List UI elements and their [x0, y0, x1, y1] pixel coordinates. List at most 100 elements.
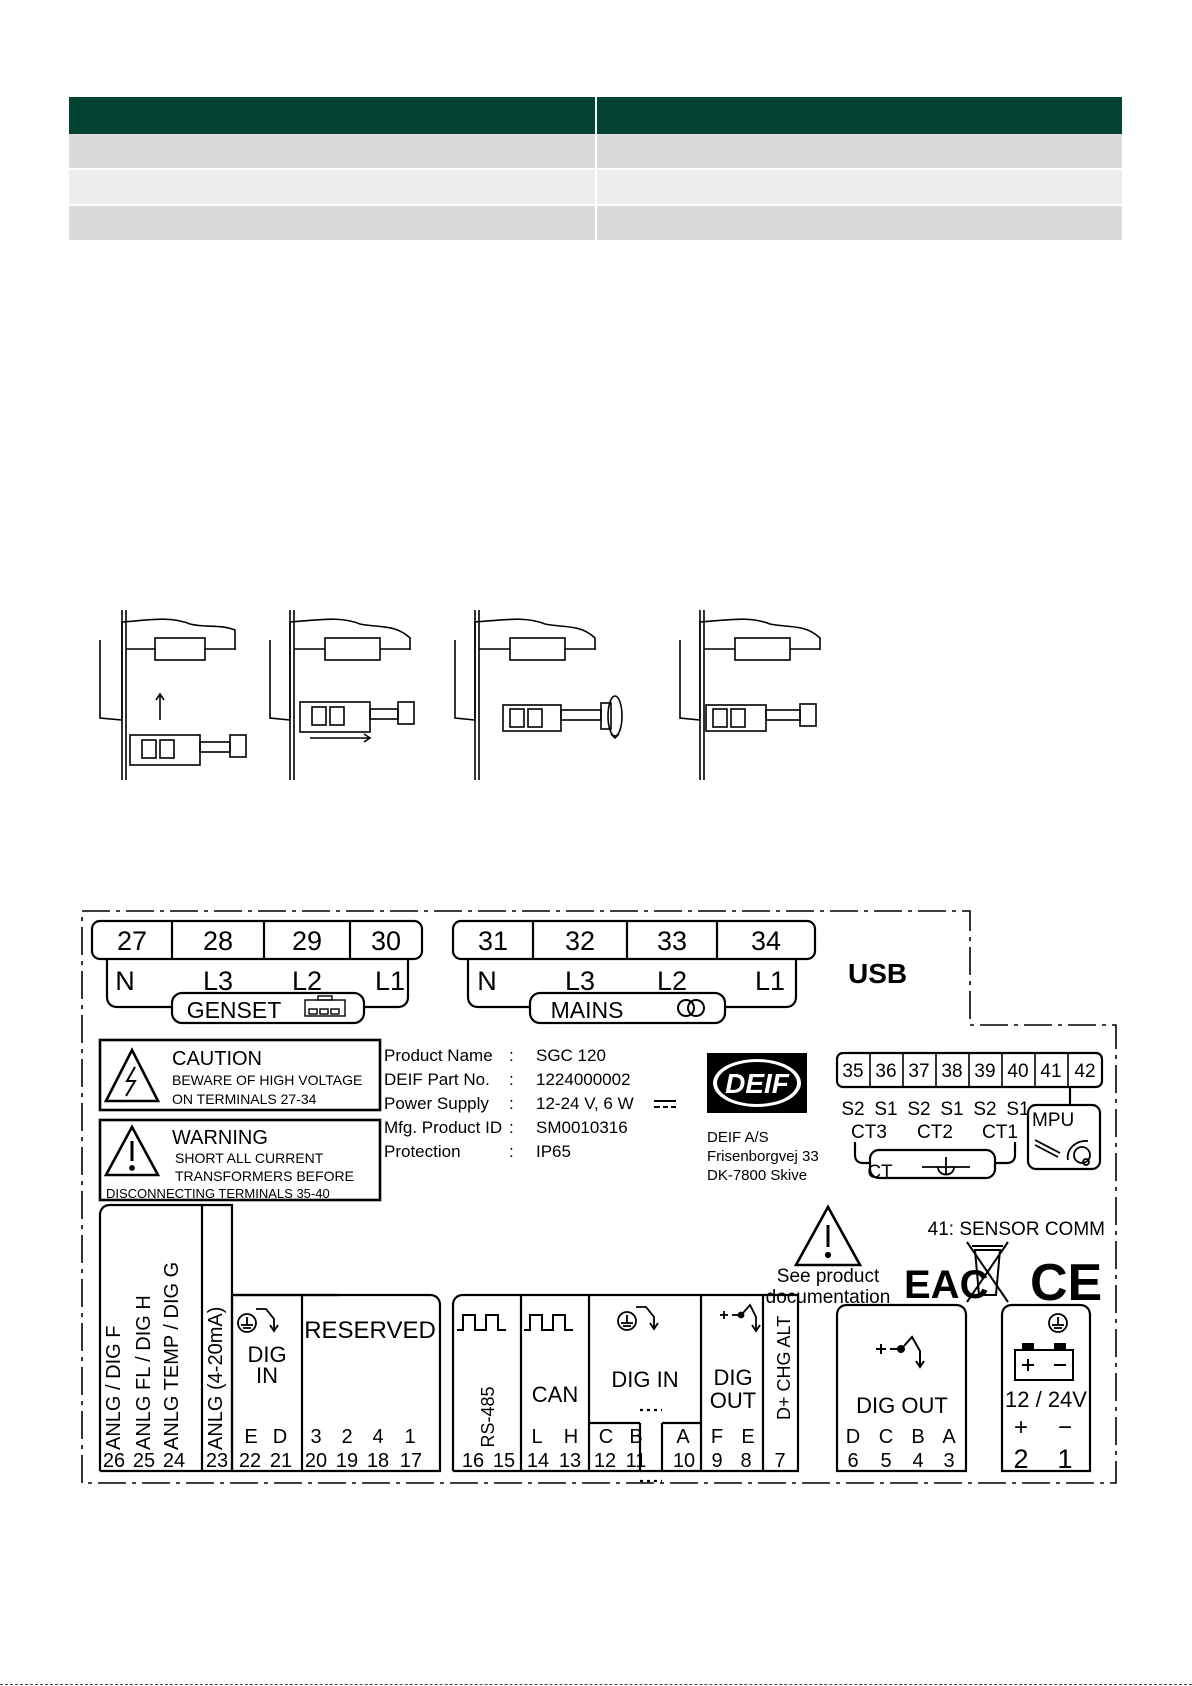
info-value: 12-24 V, 6 W — [536, 1094, 634, 1113]
rs485-waveform-icon — [457, 1314, 506, 1331]
genset-terminal-sig: N — [115, 966, 135, 996]
high-voltage-warning-icon — [103, 1047, 161, 1103]
ct-terminal-num: 37 — [908, 1061, 929, 1082]
dig-in-mid-title: DIG IN — [611, 1367, 678, 1392]
terminal-letter: 3 — [310, 1426, 321, 1448]
middle-terminal-block: RS-485 CAN DIG IN DIG OUT D+ CHG ALT L H… — [451, 1293, 800, 1483]
mains-terminal-num: 34 — [751, 926, 781, 956]
mounting-step-4 — [679, 610, 821, 780]
mains-terminal-num: 32 — [565, 926, 595, 956]
terminal-letter: H — [564, 1426, 578, 1448]
terminal-letter: E — [741, 1426, 754, 1448]
terminal-num: 24 — [163, 1450, 185, 1472]
info-key: DEIF Part No. — [384, 1070, 490, 1089]
terminal-letter: 4 — [372, 1426, 383, 1448]
info-sep: : — [509, 1094, 514, 1113]
terminal-num: 21 — [270, 1450, 292, 1472]
dc-symbol-icon — [654, 1100, 676, 1108]
caution-title: CAUTION — [172, 1048, 262, 1070]
genset-terminal-num: 29 — [292, 926, 322, 956]
terminal-num: 16 — [462, 1450, 484, 1472]
ct-terminal-num: 36 — [875, 1061, 896, 1082]
terminal-letter: D — [273, 1426, 287, 1448]
terminal-num: 2 — [1013, 1444, 1028, 1474]
ground-switch-icon — [237, 1308, 279, 1333]
terminal-num: 12 — [594, 1450, 616, 1472]
address-line: DEIF A/S — [707, 1129, 769, 1146]
info-key: Power Supply — [384, 1094, 489, 1113]
deif-logo: DEIF — [707, 1053, 807, 1113]
terminal-num: 3 — [943, 1450, 954, 1472]
see-doc-line: documentation — [766, 1287, 891, 1308]
mains-terminal-sig: L2 — [657, 966, 687, 996]
ct-signal: S1 — [1006, 1099, 1029, 1120]
mains-terminal-block: 31 32 33 34 N L3 L2 L1 MAINS — [451, 919, 817, 1025]
battery-icon — [1014, 1343, 1074, 1381]
brand-name: DEIF — [725, 1068, 790, 1099]
dig-out-mid-title: OUT — [710, 1388, 756, 1413]
terminal-letter: D — [846, 1426, 860, 1448]
info-sep: : — [509, 1142, 514, 1161]
ct-group: CT3 — [851, 1122, 887, 1143]
ct-terminal-num: 35 — [842, 1061, 863, 1082]
ct-group: CT2 — [917, 1122, 953, 1143]
mains-terminal-sig: L1 — [755, 966, 785, 996]
mounting-step-2 — [269, 610, 415, 780]
mpu-block: MPU — [1026, 1103, 1102, 1171]
caution-line: BEWARE OF HIGH VOLTAGE — [172, 1072, 362, 1088]
warning-box: WARNING SHORT ALL CURRENT TRANSFORMERS B… — [98, 1118, 382, 1202]
terminal-letter: 1 — [404, 1426, 415, 1448]
terminal-num: 23 — [206, 1450, 228, 1472]
current-transformer-icon — [922, 1157, 970, 1176]
ct-terminal-num: 40 — [1007, 1061, 1028, 1082]
chg-alt-title: D+ CHG ALT — [774, 1316, 794, 1420]
table-row — [69, 206, 1122, 240]
ct-terminal-num: 39 — [974, 1061, 995, 1082]
lower-left-terminal-block: DIG IN E D RESERVED 3 2 4 1 26 25 24 23 … — [100, 1293, 442, 1473]
ct-terminal-num: 42 — [1074, 1061, 1095, 1082]
terminal-num: 14 — [527, 1450, 549, 1472]
terminal-num: 26 — [103, 1450, 125, 1472]
ground-switch-icon — [617, 1306, 659, 1331]
dig-out-mid-title: DIG — [713, 1365, 752, 1390]
terminal-num: 4 — [912, 1450, 923, 1472]
pickup-sensor-icon — [1034, 1139, 1091, 1166]
see-doc-line: See product — [777, 1266, 880, 1287]
device-terminal-label: 27 28 29 30 N L3 L2 L1 GENSET 31 32 33 3… — [81, 910, 1117, 1484]
warning-title: WARNING — [172, 1127, 268, 1149]
info-sep: : — [509, 1118, 514, 1137]
terminal-num: 15 — [493, 1450, 515, 1472]
terminal-letter: B — [629, 1426, 642, 1448]
terminal-letter: C — [599, 1426, 613, 1448]
genset-terminal-num: 30 — [371, 926, 401, 956]
terminal-num: 5 — [880, 1450, 891, 1472]
terminal-letter: E — [244, 1426, 257, 1448]
info-key: Protection — [384, 1142, 461, 1161]
terminal-num: 7 — [774, 1450, 785, 1472]
genset-terminal-sig: L2 — [292, 966, 322, 996]
caution-line: ON TERMINALS 27-34 — [172, 1091, 317, 1107]
can-waveform-icon — [524, 1314, 573, 1331]
caution-box: CAUTION BEWARE OF HIGH VOLTAGE ON TERMIN… — [98, 1038, 382, 1112]
terminal-letter: L — [531, 1426, 542, 1448]
terminal-num: 20 — [305, 1450, 327, 1472]
terminal-letter: − — [1058, 1414, 1072, 1441]
terminal-letter: F — [711, 1426, 723, 1448]
label-outline — [81, 910, 1117, 1484]
supply-block: 12 / 24V + − 2 1 — [1000, 1303, 1092, 1474]
table-header-row — [69, 97, 1122, 134]
weee-crossed-bin-icon — [966, 1241, 1009, 1303]
info-value: SM0010316 — [536, 1118, 628, 1137]
ct-signal: S2 — [973, 1099, 996, 1120]
spec-table — [69, 97, 1122, 240]
mounting-step-1 — [99, 610, 247, 780]
info-sep: : — [509, 1070, 514, 1089]
mains-terminal-num: 33 — [657, 926, 687, 956]
genset-title: GENSET — [187, 997, 282, 1023]
ground-icon — [1048, 1313, 1068, 1333]
terminal-num: 18 — [367, 1450, 389, 1472]
mpu-label: MPU — [1032, 1110, 1074, 1131]
mains-terminal-sig: N — [477, 966, 497, 996]
terminal-num: 9 — [711, 1450, 722, 1472]
mains-terminal-sig: L3 — [565, 966, 595, 996]
